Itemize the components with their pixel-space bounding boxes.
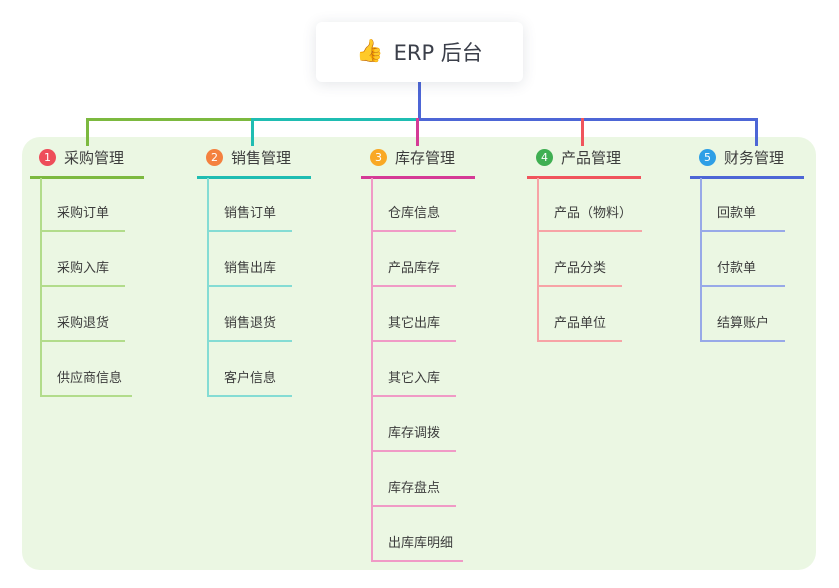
branch-label: 库存管理 — [395, 148, 456, 167]
node-warehouse-info[interactable]: 仓库信息 — [371, 204, 456, 232]
node-stock-transfer[interactable]: 库存调拨 — [371, 424, 456, 452]
node-outbound-detail[interactable]: 出库库明细 — [371, 534, 464, 562]
branch-label: 销售管理 — [231, 148, 292, 167]
branch-label: 财务管理 — [724, 148, 785, 167]
branch-trunk-line — [700, 178, 702, 341]
drop-line-product — [581, 118, 584, 146]
bus-line-finance — [419, 118, 758, 121]
node-supplier-info[interactable]: 供应商信息 — [40, 369, 133, 397]
node-purchase-return[interactable]: 采购退货 — [40, 314, 125, 342]
badge-1-icon: 1 — [39, 149, 56, 166]
mindmap-canvas — [22, 137, 816, 570]
root-node-label: ERP 后台 — [393, 41, 483, 65]
node-sales-outbound[interactable]: 销售出库 — [207, 259, 292, 287]
branch-title-inventory[interactable]: 3 库存管理 — [361, 147, 476, 179]
bus-line-sales — [251, 118, 421, 121]
badge-4-icon: 4 — [536, 149, 553, 166]
node-other-outbound[interactable]: 其它出库 — [371, 314, 456, 342]
branch-inventory: 3 库存管理 仓库信息 产品库存 其它出库 其它入库 库存调拨 库存盘点 出库库… — [361, 146, 476, 562]
drop-line-inventory — [416, 118, 419, 146]
branch-label: 采购管理 — [64, 148, 125, 167]
node-settlement-account[interactable]: 结算账户 — [700, 314, 785, 342]
drop-line-sales — [251, 118, 254, 146]
branch-trunk-line — [207, 178, 209, 396]
branch-title-product[interactable]: 4 产品管理 — [527, 147, 642, 179]
branch-trunk-line — [371, 178, 373, 561]
root-node-erp-backend[interactable]: 👍 ERP 后台 — [316, 22, 523, 82]
branch-purchase: 1 采购管理 采购订单 采购入库 采购退货 供应商信息 — [30, 146, 145, 397]
branch-title-purchase[interactable]: 1 采购管理 — [30, 147, 145, 179]
root-connector-line — [418, 82, 421, 121]
node-payment-bill[interactable]: 付款单 — [700, 259, 785, 287]
badge-2-icon: 2 — [206, 149, 223, 166]
branch-finance: 5 财务管理 回款单 付款单 结算账户 — [690, 146, 805, 342]
thumbs-up-icon: 👍 — [356, 39, 384, 64]
drop-line-purchase — [86, 118, 89, 146]
branch-label: 产品管理 — [561, 148, 622, 167]
branch-product: 4 产品管理 产品（物料） 产品分类 产品单位 — [527, 146, 643, 342]
branch-title-sales[interactable]: 2 销售管理 — [197, 147, 312, 179]
bus-line-purchase — [86, 118, 253, 121]
branch-trunk-line — [537, 178, 539, 341]
node-other-inbound[interactable]: 其它入库 — [371, 369, 456, 397]
node-sales-return[interactable]: 销售退货 — [207, 314, 292, 342]
branch-title-finance[interactable]: 5 财务管理 — [690, 147, 805, 179]
node-product-material[interactable]: 产品（物料） — [537, 204, 643, 232]
node-product-unit[interactable]: 产品单位 — [537, 314, 622, 342]
node-product-category[interactable]: 产品分类 — [537, 259, 622, 287]
node-purchase-order[interactable]: 采购订单 — [40, 204, 125, 232]
node-stock-count[interactable]: 库存盘点 — [371, 479, 456, 507]
branch-trunk-line — [40, 178, 42, 396]
node-customer-info[interactable]: 客户信息 — [207, 369, 292, 397]
node-purchase-inbound[interactable]: 采购入库 — [40, 259, 125, 287]
node-product-stock[interactable]: 产品库存 — [371, 259, 456, 287]
node-receipt-bill[interactable]: 回款单 — [700, 204, 785, 232]
node-sales-order[interactable]: 销售订单 — [207, 204, 292, 232]
badge-3-icon: 3 — [370, 149, 387, 166]
drop-line-finance — [755, 118, 758, 146]
badge-5-icon: 5 — [699, 149, 716, 166]
branch-sales: 2 销售管理 销售订单 销售出库 销售退货 客户信息 — [197, 146, 312, 397]
